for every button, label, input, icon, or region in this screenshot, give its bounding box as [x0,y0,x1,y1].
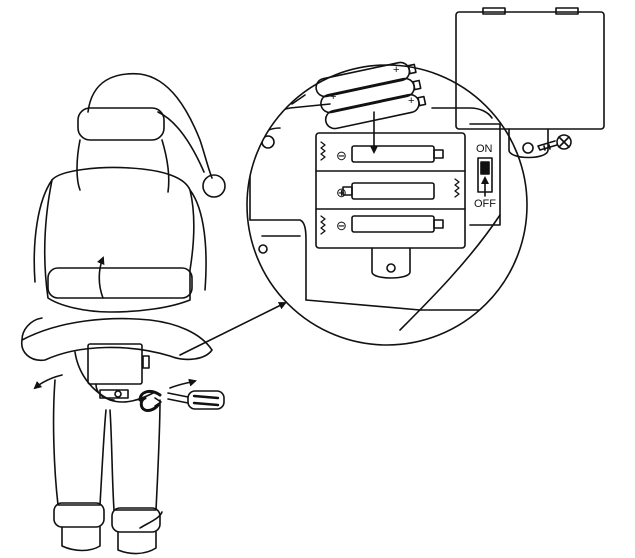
battery-icon [315,61,417,98]
santa-boot-left [61,526,101,552]
loose-batteries [315,61,427,130]
battery-icon [320,77,422,114]
battery-cover-lid [455,7,605,159]
santa-figure [20,72,226,555]
switch-off-label: OFF [474,198,496,210]
santa-belt [47,267,193,299]
slot-3-polarity: ⊖ [336,218,347,233]
santa-battery-box [87,343,143,385]
battery-compartment [315,132,466,279]
on-off-switch [477,157,493,197]
battery-slot-1 [351,145,435,163]
battery-plus-sign: + [330,91,336,103]
callout-line [179,302,287,356]
battery-icon [324,93,427,130]
rotate-arrow-icon [138,389,162,402]
battery-plus-sign: + [408,95,414,107]
santa-leg-left [52,379,107,506]
battery-slot-2 [351,182,435,200]
battery-slot-3 [351,215,435,233]
santa-coat [43,166,195,313]
slot-2-polarity: ⊕ [336,185,347,200]
hat-brim [77,107,165,141]
battery-plus-sign: + [393,64,399,76]
slot-1-polarity: ⊖ [336,148,347,163]
santa-switch [142,355,150,369]
zoom-callout-circle [246,64,528,346]
screwdriver-icon [139,390,225,412]
screw-icon [537,134,572,151]
switch-on-label: ON [476,143,493,155]
coat-tail-flap [20,317,213,362]
santa-boot-right [117,531,157,555]
santa-leg-right [109,399,161,511]
santa-hat [87,72,213,179]
hat-pompom [202,174,226,198]
